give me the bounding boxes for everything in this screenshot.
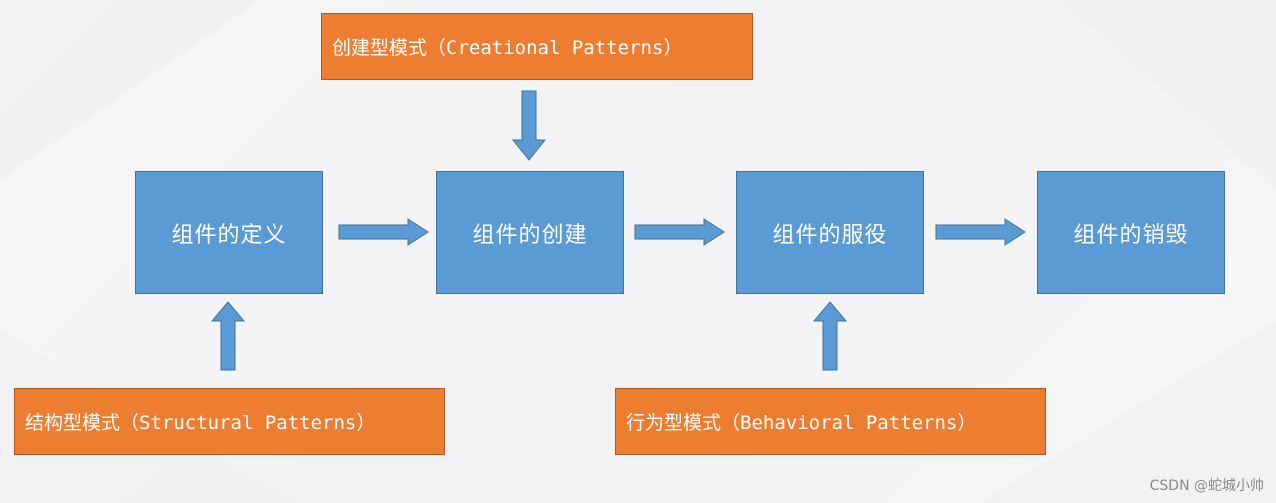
pattern-structural-label: 结构型模式（Structural Patterns） (25, 412, 376, 434)
arrow-serve-to-destroy (935, 218, 1026, 246)
stage-destroy-label: 组件的销毁 (1073, 222, 1189, 248)
arrow-structural-to-define (210, 301, 246, 371)
stage-serve-label: 组件的服役 (772, 222, 888, 248)
stage-serve-box: 组件的服役 (736, 171, 924, 294)
stage-destroy-box: 组件的销毁 (1037, 171, 1225, 294)
stage-define-box: 组件的定义 (135, 171, 323, 294)
stage-define-label: 组件的定义 (171, 222, 287, 248)
pattern-structural-box: 结构型模式（Structural Patterns） (14, 388, 445, 455)
pattern-creational-box: 创建型模式（Creational Patterns） (321, 13, 753, 80)
watermark: CSDN @蛇城小帅 (1149, 478, 1264, 494)
stage-create-box: 组件的创建 (436, 171, 624, 294)
arrow-behavioral-to-serve (812, 301, 848, 371)
arrow-create-to-serve (634, 218, 725, 246)
stage-create-label: 组件的创建 (472, 222, 588, 248)
pattern-behavioral-box: 行为型模式（Behavioral Patterns） (615, 388, 1046, 455)
pattern-creational-label: 创建型模式（Creational Patterns） (332, 37, 683, 59)
arrow-define-to-create (338, 218, 429, 246)
pattern-behavioral-label: 行为型模式（Behavioral Patterns） (626, 412, 977, 434)
arrow-creational-to-create (511, 90, 547, 161)
